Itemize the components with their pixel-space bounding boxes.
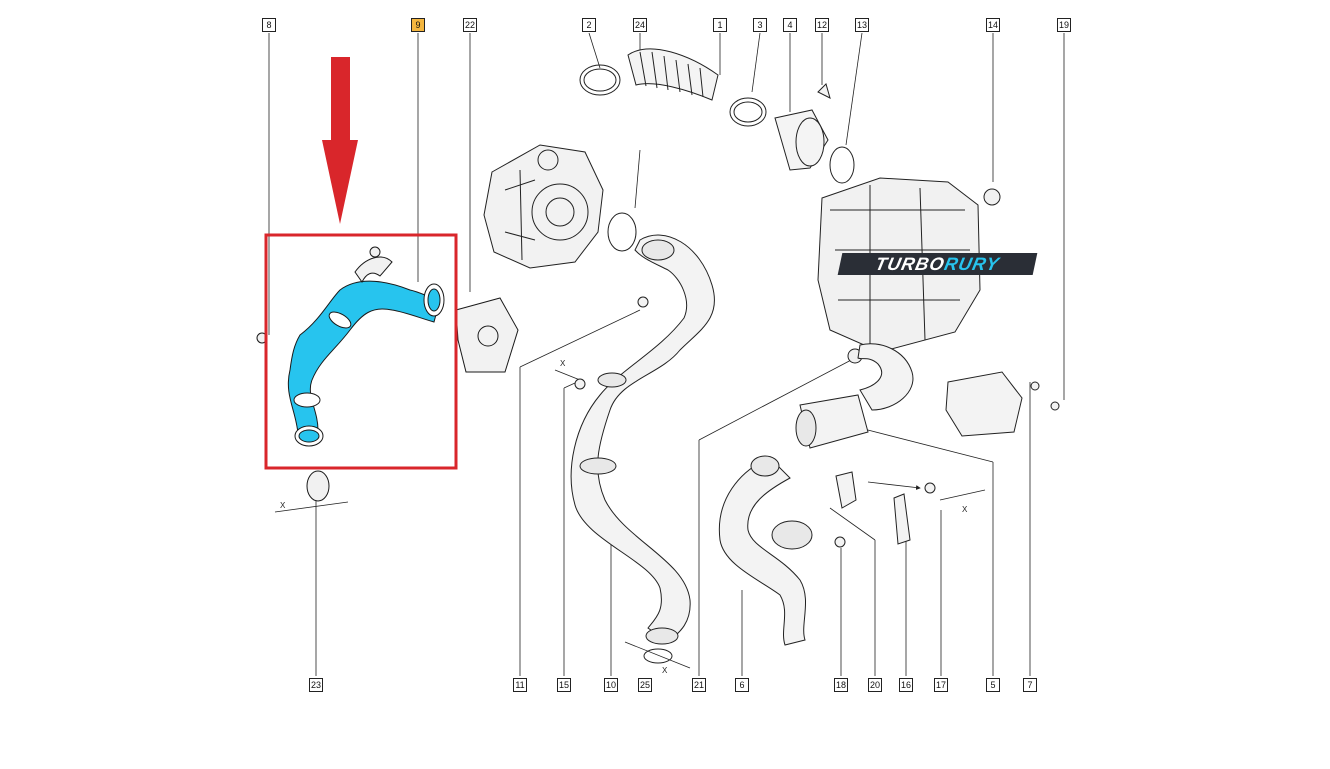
highlighted-hose-part-9 (256, 246, 519, 502)
callout-label: 10 (604, 678, 618, 692)
intercooler-pipe (570, 234, 715, 664)
callout-label: 17 (934, 678, 948, 692)
callout-label: 12 (815, 18, 829, 32)
callout-label: 14 (986, 18, 1000, 32)
callout-label: 24 (633, 18, 647, 32)
callout-label: 21 (692, 678, 706, 692)
red-arrow-icon (322, 57, 358, 224)
callout-label: 13 (855, 18, 869, 32)
highlight-annotations (264, 57, 458, 470)
dimension-label: X (280, 501, 286, 510)
dimension-label: X (962, 505, 968, 514)
callout-label: 22 (463, 18, 477, 32)
callout-label: 4 (783, 18, 797, 32)
dimension-label: X (662, 666, 668, 675)
intake-hose-assembly (579, 48, 855, 184)
callout-label: 16 (899, 678, 913, 692)
leader-lines (268, 32, 1065, 676)
callout-label: 7 (1023, 678, 1037, 692)
callout-label: 2 (582, 18, 596, 32)
callout-label: 25 (638, 678, 652, 692)
callout-label: 6 (735, 678, 749, 692)
callout-label: 18 (834, 678, 848, 692)
turbocharger (483, 144, 637, 269)
callout-label: 15 (557, 678, 571, 692)
callout-label: 11 (513, 678, 527, 692)
callout-label: 19 (1057, 18, 1071, 32)
callout-label-highlighted: 9 (411, 18, 425, 32)
callout-label: 5 (986, 678, 1000, 692)
dimension-label: X (560, 359, 566, 368)
highlight-frame (264, 233, 458, 470)
callout-label: 23 (309, 678, 323, 692)
callout-label: 8 (262, 18, 276, 32)
watermark-logo: TURBORURY (837, 253, 1038, 275)
callout-label: 3 (753, 18, 767, 32)
callout-label: 20 (868, 678, 882, 692)
callout-label: 1 (713, 18, 727, 32)
lower-air-pipe (718, 343, 1060, 646)
